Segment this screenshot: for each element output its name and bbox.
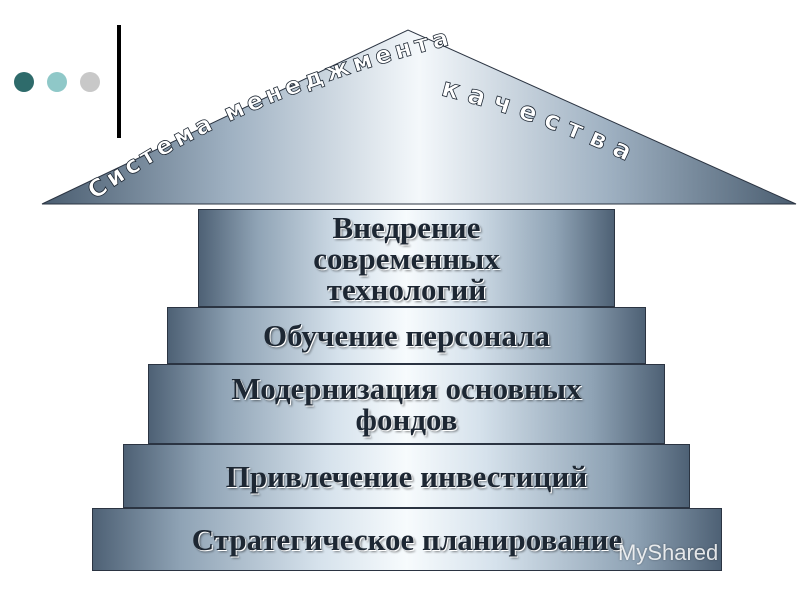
step-training-label: Обучение персонала: [262, 318, 551, 353]
watermark: MyShared: [618, 540, 719, 565]
decor-vertical-line: [117, 25, 121, 138]
step-planning: Стратегическое планирование: [92, 508, 722, 571]
decor-dot-2: [47, 72, 67, 92]
step-planning-label: Стратегическое планирование: [191, 522, 623, 557]
roof-shape: [41, 29, 797, 205]
step-technologies: Внедрение современных технологий: [198, 209, 615, 307]
step-modernization: Модернизация основных фондов: [148, 364, 665, 444]
step-investments: Привлечение инвестиций: [123, 444, 690, 508]
step-technologies-label: Внедрение современных технологий: [313, 209, 500, 307]
step-modernization-label: Модернизация основных фондов: [231, 371, 582, 437]
decor-dot-1: [14, 72, 34, 92]
step-investments-label: Привлечение инвестиций: [225, 458, 588, 494]
roof: Система менеджмента качества: [41, 22, 797, 205]
decor-dot-3: [80, 72, 100, 92]
step-training: Обучение персонала: [167, 307, 646, 364]
